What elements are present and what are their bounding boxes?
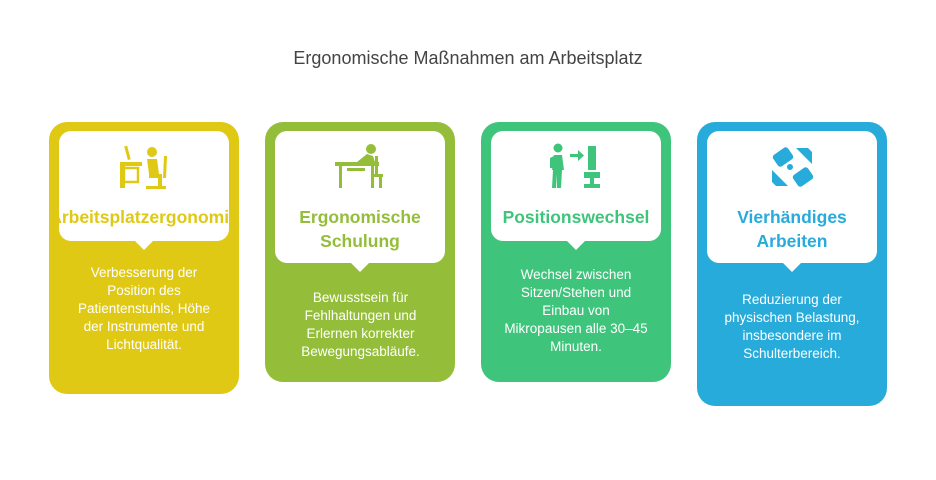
card-4-description: Reduzierung der physischen Belastung, in…: [724, 292, 860, 361]
page-title: Ergonomische Maßnahmen am Arbeitsplatz: [293, 48, 643, 68]
card-2-title: Ergonomische Schulung: [299, 207, 421, 251]
card-2-bubble: [275, 131, 445, 272]
card-2-description: Bewusstsein für Fehlhaltungen und Erlern…: [301, 290, 420, 359]
card-3-description: Wechsel zwischen Sitzen/Stehen und Einba…: [504, 267, 648, 354]
person-to-chair-icon: [550, 143, 600, 188]
card-3-bubble: [491, 131, 661, 250]
card-1-description: Verbesserung der Position des Patientens…: [77, 265, 211, 352]
card-1-bubble: [59, 131, 229, 250]
card-1-title: Arbeitsplatzergonomie: [49, 207, 239, 227]
workstation-desk-icon: [120, 145, 167, 189]
person-at-desk-icon: [335, 144, 383, 188]
card-4-title: Vierhändiges Arbeiten: [737, 207, 847, 251]
four-hands-icon: [772, 147, 814, 187]
card-4-bubble: [707, 131, 877, 272]
card-3-title: Positionswechsel: [502, 207, 650, 227]
